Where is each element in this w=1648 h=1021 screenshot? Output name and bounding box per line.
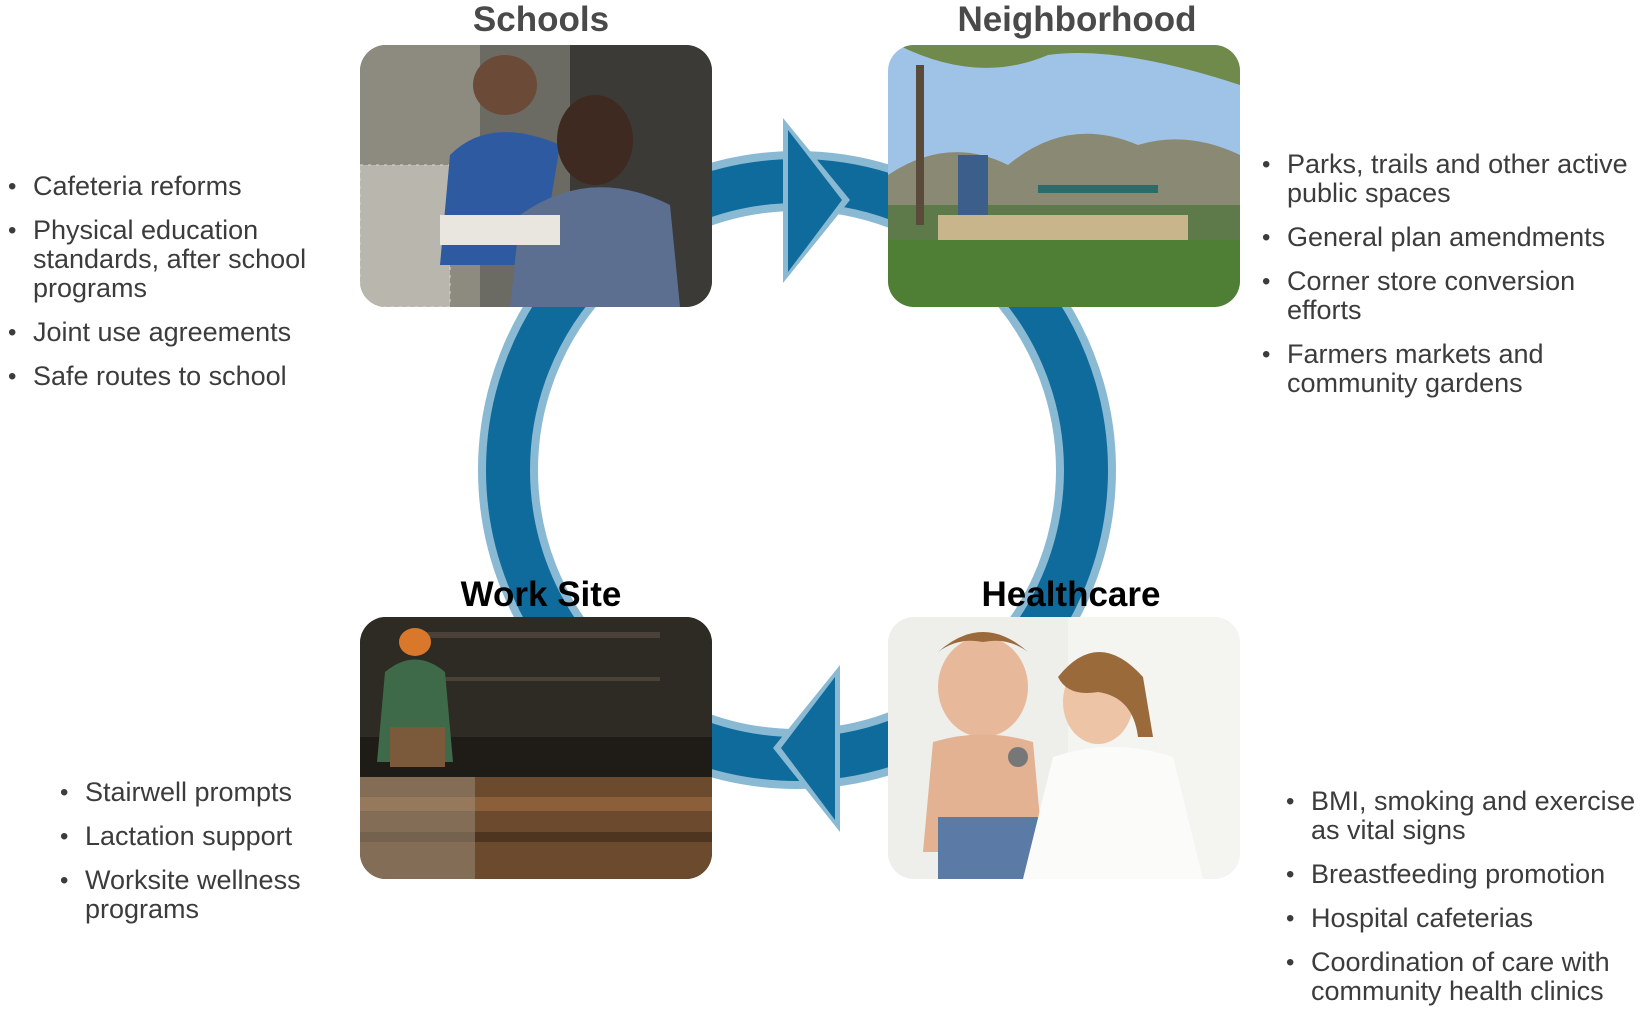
arrow-right-icon	[783, 118, 850, 283]
work-site-bullets: Stairwell prompts Lactation support Work…	[60, 778, 360, 939]
list-item: Worksite wellness programs	[60, 866, 360, 924]
work-site-photo	[360, 617, 712, 879]
arrow-left-icon	[773, 665, 840, 832]
schools-title: Schools	[472, 0, 610, 39]
healthcare-title: Healthcare	[981, 575, 1161, 614]
list-item: Cafeteria reforms	[8, 172, 348, 202]
list-item: Joint use agreements	[8, 318, 348, 348]
list-item: Safe routes to school	[8, 362, 348, 392]
list-item: Lactation support	[60, 822, 360, 852]
list-item: Breastfeeding promotion	[1286, 860, 1646, 890]
healthcare-photo	[888, 617, 1240, 879]
work-site-title: Work Site	[460, 575, 622, 614]
list-item: General plan amendments	[1262, 223, 1642, 253]
neighborhood-photo	[888, 45, 1240, 307]
schools-bullets: Cafeteria reforms Physical education sta…	[8, 172, 348, 406]
list-item: Stairwell prompts	[60, 778, 360, 808]
neighborhood-bullets: Parks, trails and other active public sp…	[1262, 150, 1642, 413]
healthcare-bullets: BMI, smoking and exercise as vital signs…	[1286, 787, 1646, 1021]
list-item: BMI, smoking and exercise as vital signs	[1286, 787, 1646, 845]
list-item: Farmers markets and community gardens	[1262, 340, 1642, 398]
list-item: Physical education standards, after scho…	[8, 216, 348, 303]
neighborhood-title: Neighborhood	[957, 0, 1197, 39]
list-item: Corner store conversion efforts	[1262, 267, 1642, 325]
schools-photo	[360, 45, 712, 307]
list-item: Parks, trails and other active public sp…	[1262, 150, 1642, 208]
list-item: Coordination of care with community heal…	[1286, 948, 1646, 1006]
list-item: Hospital cafeterias	[1286, 904, 1646, 934]
